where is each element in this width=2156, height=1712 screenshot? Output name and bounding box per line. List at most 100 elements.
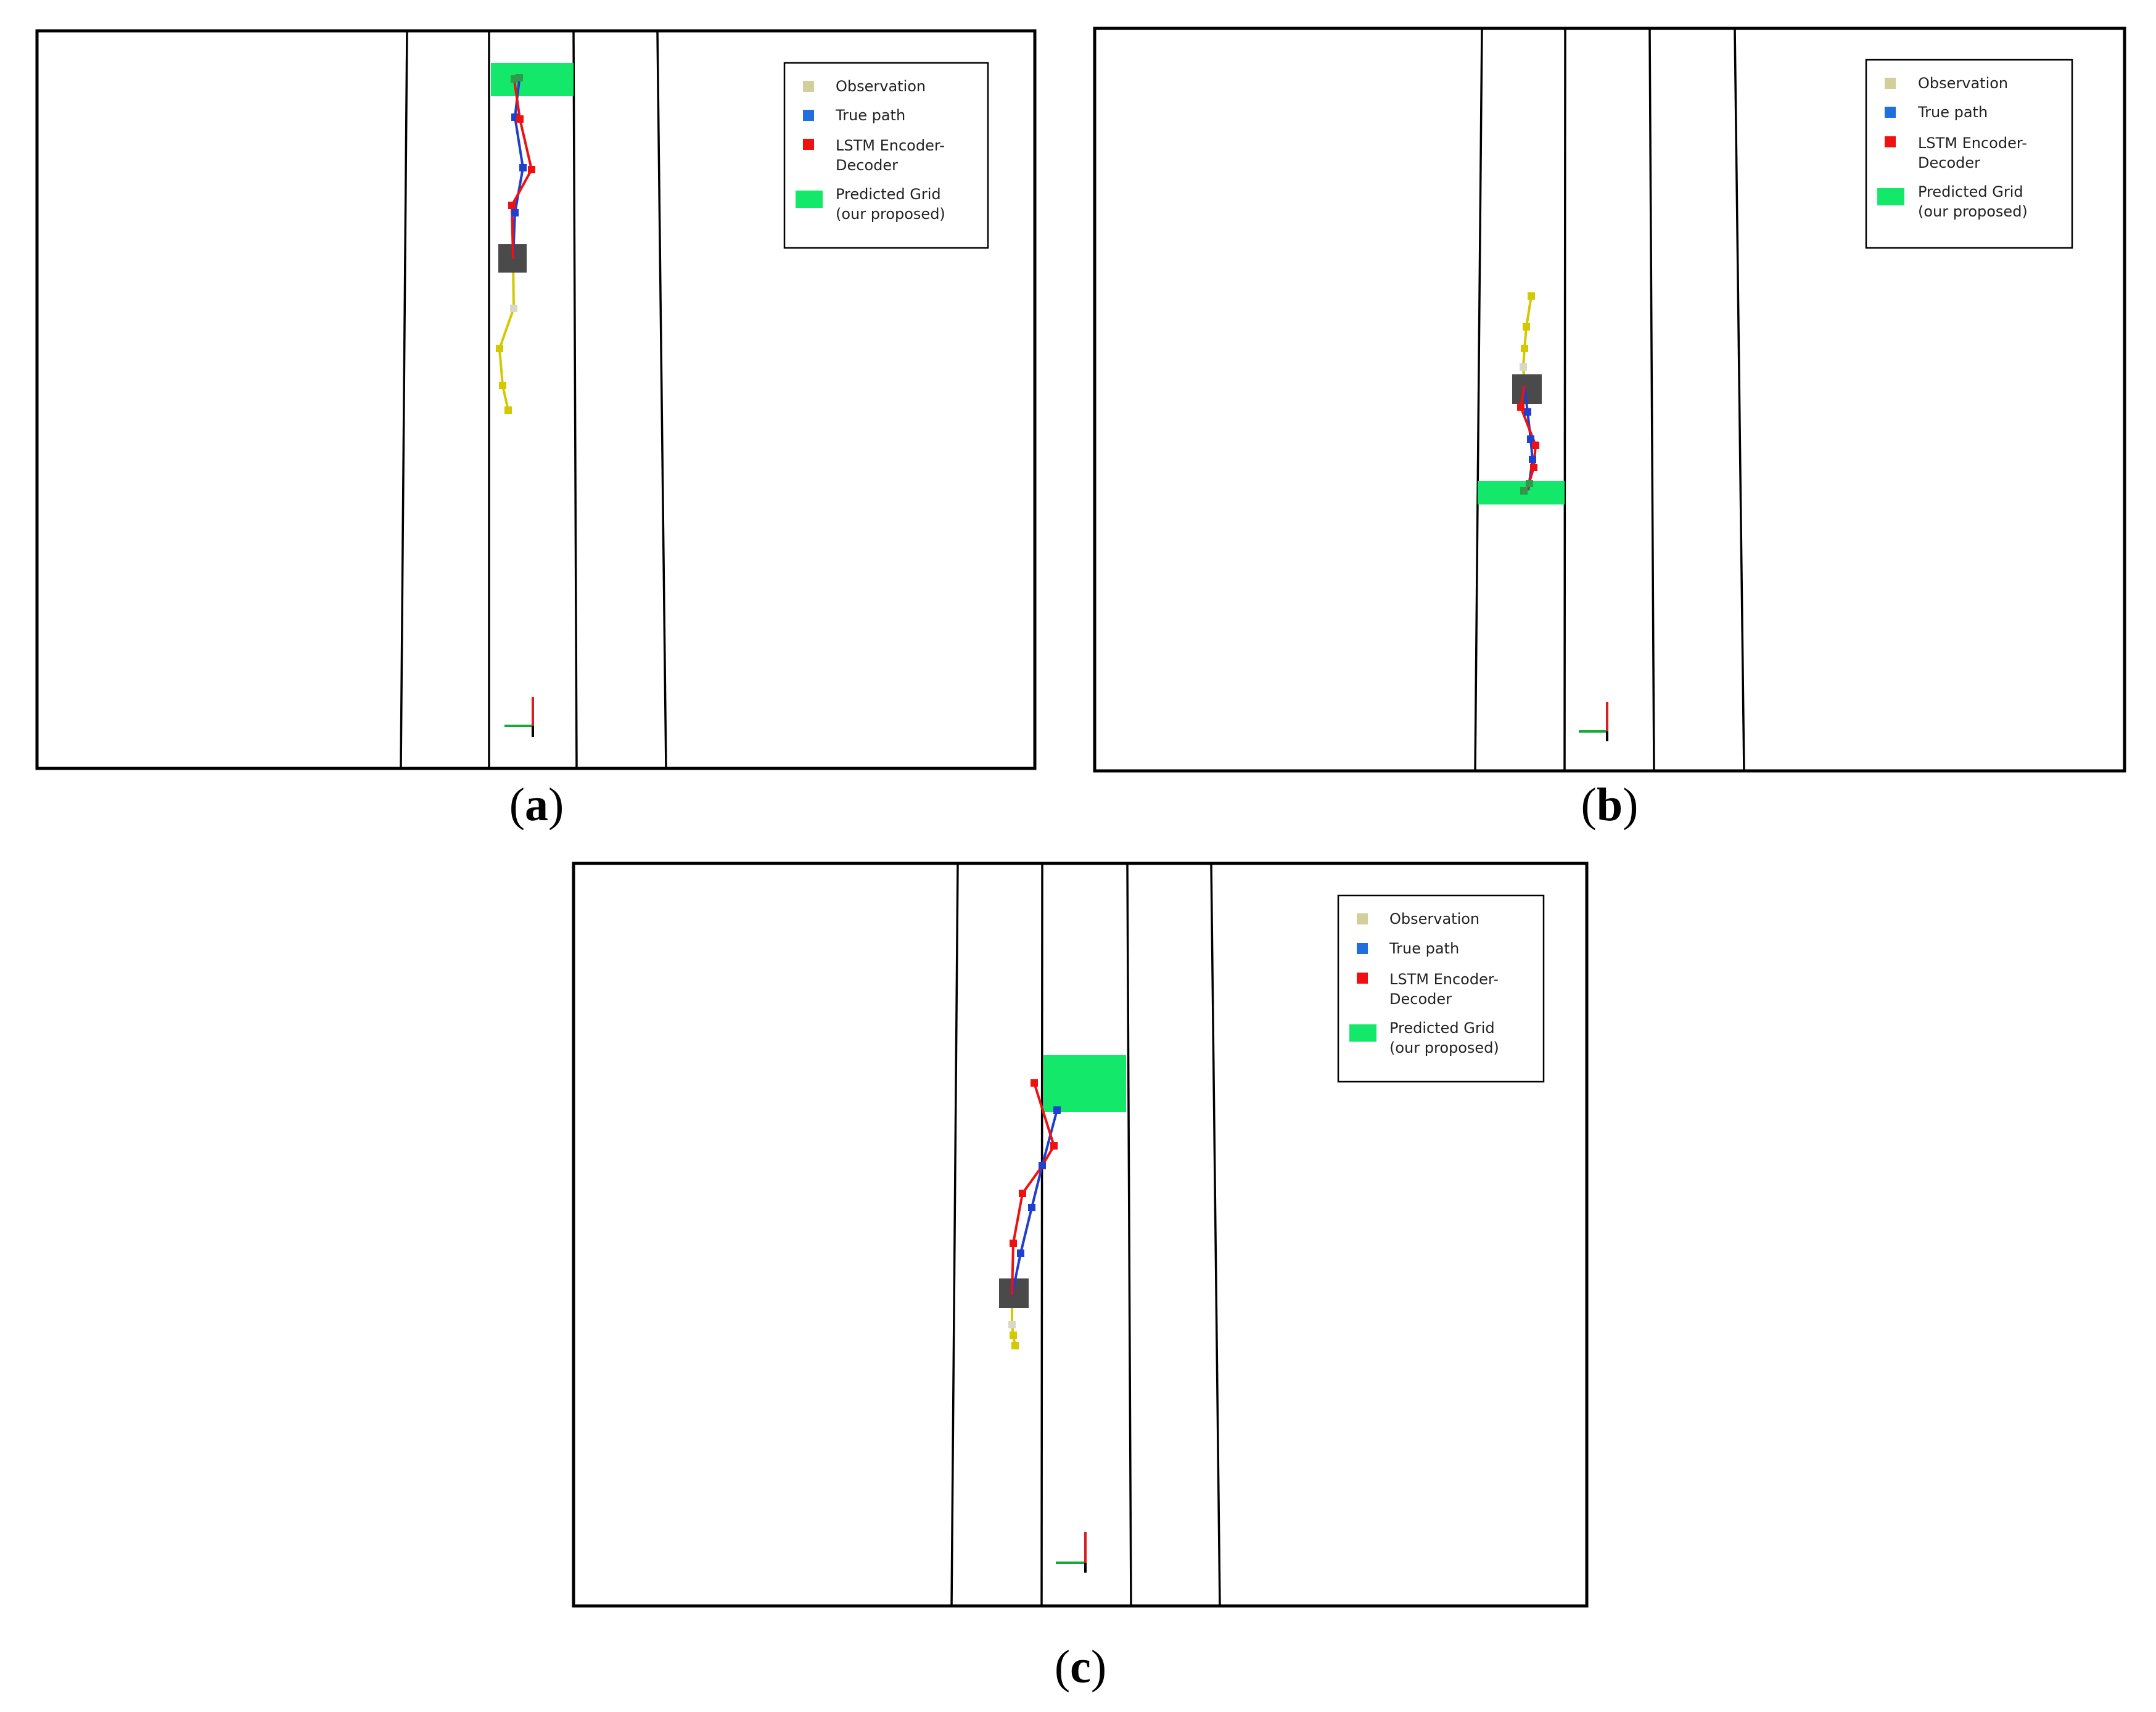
legend-observation-label: Observation — [1389, 910, 1479, 928]
caption-c-letter: c — [1070, 1641, 1091, 1693]
lane-line — [656, 30, 667, 769]
observation-point — [504, 406, 512, 414]
observation-point — [496, 345, 503, 352]
lstm-point — [1517, 403, 1524, 411]
lstm-point — [1010, 1240, 1017, 1247]
predicted-grid-cell — [1043, 1055, 1126, 1112]
lstm-path — [1011, 1082, 1056, 1296]
legend-box — [783, 62, 989, 249]
panel-c-lane-lines — [950, 863, 1221, 1607]
true-path-point — [1524, 408, 1531, 416]
legend-grid-label-1: Predicted Grid — [836, 186, 941, 203]
legend-observation-label: Observation — [1918, 75, 2008, 92]
legend-grid-label-1: Predicted Grid — [1389, 1019, 1495, 1037]
true-path-points — [1017, 1106, 1061, 1257]
observation-point — [1528, 292, 1535, 300]
legend-observation-label: Observation — [836, 78, 926, 95]
legend-grid-swatch — [796, 191, 823, 208]
observation-point — [1011, 1342, 1019, 1349]
legend-true-path-label: True path — [835, 107, 905, 124]
lstm-point — [1530, 464, 1537, 471]
lane-line — [1648, 28, 1655, 772]
true-path-points — [1524, 408, 1536, 463]
lane-line — [1734, 28, 1745, 772]
legend-lstm-label-2: Decoder — [1918, 154, 1980, 171]
observation-points — [1520, 292, 1535, 371]
true-path-point — [1017, 1249, 1024, 1257]
lstm-points — [1010, 1079, 1058, 1247]
observation-point — [1523, 323, 1530, 331]
panel-b: Observation True path LSTM Encoder- Deco… — [1093, 27, 2126, 773]
lstm-point — [508, 202, 516, 209]
panel-a-legend: Observation True path LSTM Encoder- Deco… — [783, 62, 989, 249]
predicted-grid-cell — [491, 63, 574, 96]
grid-point — [1520, 487, 1528, 495]
legend-grid-swatch — [1877, 188, 1904, 205]
caption-b-letter: b — [1596, 779, 1623, 831]
legend-lstm-swatch — [1885, 136, 1896, 147]
legend-lstm-label-1: LSTM Encoder- — [1918, 134, 2027, 152]
observation-point — [499, 382, 506, 389]
legend-true-path-swatch — [803, 110, 814, 121]
green-points — [511, 74, 523, 83]
panel-c: Observation True path LSTM Encoder- Deco… — [572, 862, 1589, 1608]
panel-b-legend: Observation True path LSTM Encoder- Deco… — [1865, 59, 2073, 249]
lstm-point — [1050, 1142, 1058, 1150]
true-path-point — [1039, 1162, 1046, 1169]
legend-lstm-label-1: LSTM Encoder- — [836, 137, 945, 154]
green-points — [1520, 480, 1533, 495]
grid-point — [1526, 480, 1533, 487]
observation-point — [1008, 1321, 1016, 1328]
caption-c: (c) — [1054, 1641, 1107, 1693]
observation-point — [1521, 345, 1528, 352]
legend-observation-swatch — [1885, 78, 1896, 89]
lstm-point — [516, 115, 524, 123]
true-path-point — [1527, 435, 1534, 443]
observation-point — [1010, 1331, 1017, 1339]
lane-line — [950, 863, 959, 1607]
caption-a: (a) — [509, 779, 564, 831]
legend-grid-label-1: Predicted Grid — [1918, 183, 2023, 200]
true-path-point — [1028, 1204, 1035, 1211]
vehicle-axis-icon — [1579, 702, 1608, 741]
legend-observation-swatch — [1357, 913, 1368, 924]
true-path-point — [1053, 1106, 1061, 1114]
legend-grid-label-2: (our proposed) — [1918, 203, 2028, 220]
lane-line — [400, 30, 408, 769]
panel-b-lane-lines — [1474, 28, 1745, 772]
legend-observation-swatch — [803, 81, 814, 92]
lane-line — [1474, 28, 1483, 772]
true-path-point — [519, 164, 527, 171]
grid-point — [516, 74, 523, 81]
legend-true-path-label: True path — [1389, 940, 1459, 957]
lane-line — [1126, 863, 1132, 1607]
vehicle-axis-icon — [504, 697, 534, 737]
lane-line — [572, 30, 578, 769]
legend-box — [1865, 59, 2073, 249]
legend-lstm-swatch — [803, 139, 814, 150]
legend-lstm-label-2: Decoder — [836, 157, 898, 174]
lane-line — [1210, 863, 1221, 1607]
legend-grid-label-2: (our proposed) — [836, 205, 945, 223]
legend-true-path-label: True path — [1917, 104, 1988, 121]
lstm-points — [1517, 403, 1539, 471]
observation-point — [510, 305, 517, 312]
observation-points — [496, 305, 517, 414]
legend-lstm-label-2: Decoder — [1389, 990, 1452, 1008]
lstm-point — [528, 166, 535, 173]
caption-b: (b) — [1581, 779, 1639, 831]
true-path-point — [1529, 456, 1536, 463]
lstm-point — [1031, 1079, 1038, 1087]
vehicle-axis-icon — [1056, 1532, 1087, 1573]
legend-true-path-swatch — [1357, 943, 1368, 954]
legend-grid-label-2: (our proposed) — [1389, 1039, 1499, 1056]
observation-points — [1008, 1321, 1019, 1349]
legend-grid-swatch — [1349, 1024, 1376, 1042]
lstm-points — [508, 115, 535, 209]
observation-point — [1520, 363, 1527, 371]
true-path-point — [511, 209, 519, 216]
legend-lstm-swatch — [1357, 973, 1368, 984]
observation-path — [1011, 1295, 1016, 1346]
panel-a-lane-lines — [400, 30, 667, 769]
